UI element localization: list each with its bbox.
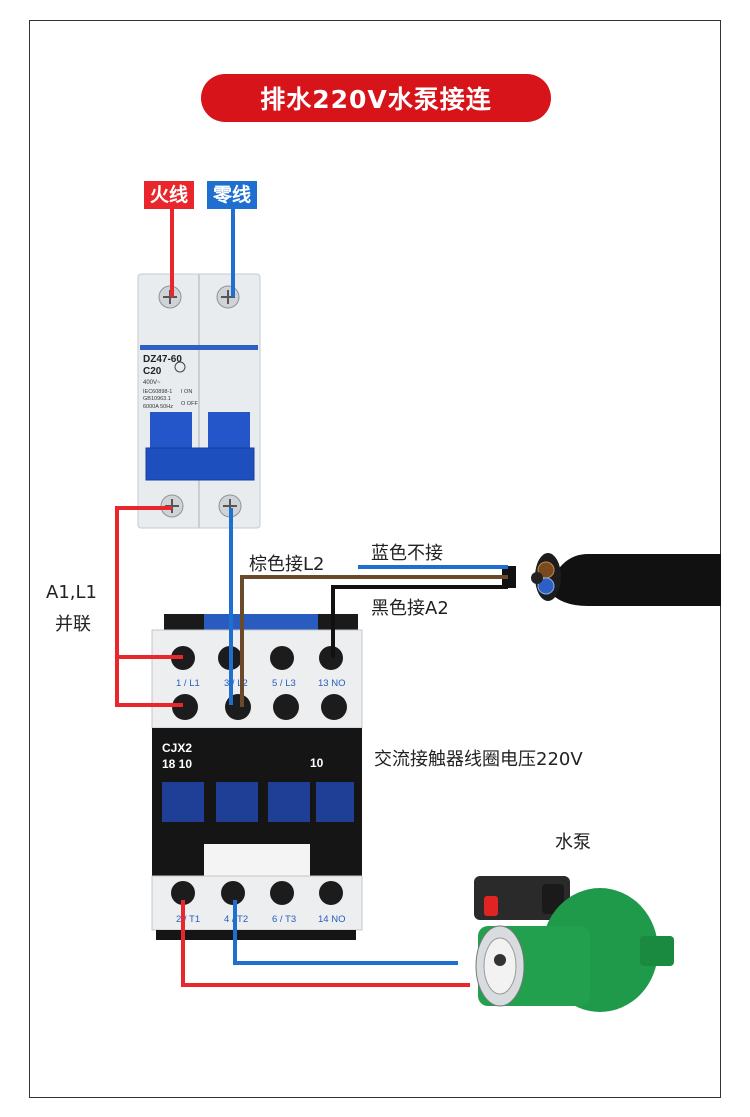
top-terminal-label-2: 5 / L3 bbox=[272, 678, 296, 689]
terminal-screw-l1 bbox=[172, 694, 198, 720]
breaker-voltage: 400V~ bbox=[143, 380, 161, 386]
breaker-rating: C20 bbox=[143, 366, 162, 377]
blue-wire-t2 bbox=[233, 900, 458, 965]
bottom-terminal-label-0: 2 / T1 bbox=[176, 914, 200, 925]
brown-wire-label: 棕色接L2 bbox=[249, 554, 325, 575]
wires bbox=[115, 207, 508, 987]
black-core bbox=[531, 572, 543, 584]
breaker-handle-2 bbox=[208, 412, 250, 450]
brown-wire bbox=[240, 575, 508, 707]
circuit-breaker: DZ47-60 C20 400V~ IEC60898-1 GB10963.1 6… bbox=[137, 273, 261, 529]
power-cable bbox=[502, 553, 721, 606]
blue-wire-label: 蓝色不接 bbox=[371, 543, 443, 564]
contactor: 1 / L1 3 / L2 5 / L3 13 NO CJX2 18 10 10 2 … bbox=[151, 614, 363, 940]
title-banner: 排水220V水泵接连 bbox=[201, 74, 551, 122]
top-terminal-label-0: 1 / L1 bbox=[176, 678, 200, 689]
bottom-terminal-label-2: 6 / T3 bbox=[272, 914, 296, 925]
breaker-std1: IEC60898-1 bbox=[143, 389, 172, 395]
ccc-mark-icon bbox=[174, 361, 186, 373]
top-terminal-label-3: 13 NO bbox=[318, 678, 345, 689]
breaker-on: I ON bbox=[181, 389, 192, 395]
contactor-aux: 10 bbox=[310, 756, 324, 770]
water-pump bbox=[474, 876, 674, 1012]
parallel-label-line1: A1,L1 bbox=[46, 582, 97, 603]
title-text: 排水220V水泵接连 bbox=[260, 85, 492, 114]
top-terminal-label-1: 3 / L2 bbox=[224, 678, 248, 689]
breaker-off: O OFF bbox=[181, 401, 198, 407]
blue-core bbox=[537, 577, 555, 595]
terminal-screw-13no bbox=[321, 694, 347, 720]
red-wire-l1 bbox=[115, 506, 183, 707]
bottom-terminal-label-3: 14 NO bbox=[318, 914, 345, 925]
breaker-breaking: 6000A 50Hz bbox=[143, 404, 173, 410]
live-wire-tag: 火线 bbox=[144, 181, 195, 209]
terminal-screw-l2 bbox=[225, 694, 251, 720]
red-wire-t1 bbox=[181, 900, 470, 987]
parallel-label-line2: 并联 bbox=[55, 614, 91, 635]
coil-voltage-label: 交流接触器线圈电压220V bbox=[374, 749, 583, 770]
black-wire-label: 黑色接A2 bbox=[371, 598, 449, 619]
pump-label: 水泵 bbox=[555, 832, 591, 853]
neutral-wire-tag: 零线 bbox=[207, 181, 258, 209]
breaker-model: DZ47-60 bbox=[143, 354, 182, 365]
black-wire-a2 bbox=[331, 585, 508, 658]
terminal-screw-l3 bbox=[273, 694, 299, 720]
contactor-model: CJX2 bbox=[162, 741, 192, 755]
breaker-handle-1 bbox=[150, 412, 192, 450]
contactor-rating: 18 10 bbox=[162, 757, 192, 771]
breaker-std2: GB10963.1 bbox=[143, 396, 171, 402]
